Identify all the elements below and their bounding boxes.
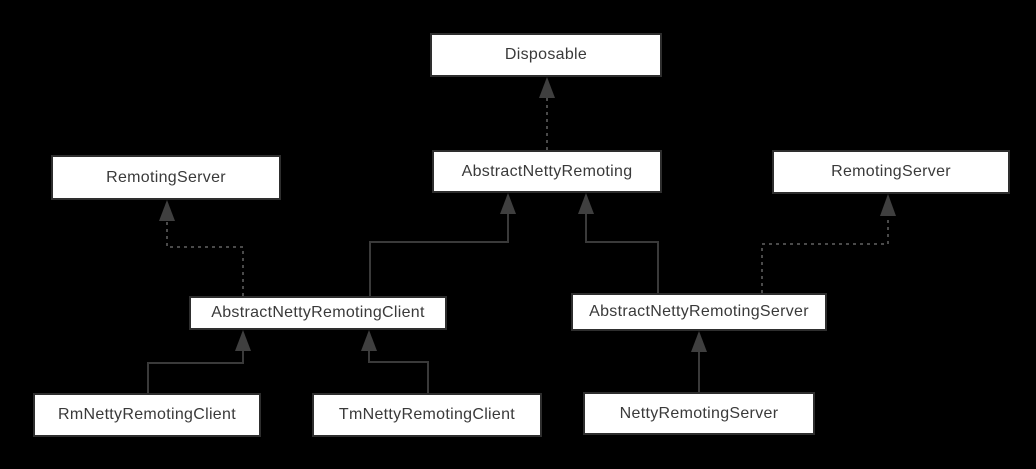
edge-abstractnettyremoting-to-disposable [539, 77, 555, 150]
class-box-rmnettyremotingclient[interactable]: RmNettyRemotingClient [33, 393, 261, 437]
arrowhead-icon [500, 193, 516, 214]
class-box-disposable[interactable]: Disposable [430, 33, 662, 77]
arrowhead-icon [880, 194, 896, 216]
class-label: RemotingServer [831, 163, 951, 180]
class-label: AbstractNettyRemoting [461, 162, 633, 180]
class-label: TmNettyRemotingClient [338, 406, 516, 423]
class-label: RemotingServer [106, 168, 226, 186]
class-label: AbstractNettyRemotingServer [589, 303, 809, 320]
class-label: Disposable [504, 46, 588, 63]
arrowhead-icon [361, 330, 377, 351]
edge-abstractclient-to-abstractnettyremoting [369, 193, 516, 296]
edge-abstractserver-to-remotingserver-right [761, 194, 896, 293]
class-box-tmnettyremotingclient[interactable]: TmNettyRemotingClient [312, 393, 542, 437]
arrowhead-icon [235, 330, 251, 351]
class-box-remotingserver-right[interactable]: RemotingServer [772, 150, 1010, 194]
edge-tmclient-to-abstractclient [361, 330, 429, 393]
class-box-abstractnettyremotingserver[interactable]: AbstractNettyRemotingServer [571, 293, 827, 331]
class-label: AbstractNettyRemotingClient [211, 304, 425, 321]
class-box-abstractnettyremoting[interactable]: AbstractNettyRemoting [432, 150, 662, 193]
edge-abstractserver-to-abstractnettyremoting [578, 193, 659, 293]
arrowhead-icon [159, 200, 175, 221]
arrowhead-icon [578, 193, 594, 214]
edge-abstractclient-to-remotingserver-left [159, 200, 244, 296]
arrowhead-icon [691, 331, 707, 352]
class-box-remotingserver-left[interactable]: RemotingServer [51, 155, 281, 200]
edge-rmclient-to-abstractclient [147, 330, 251, 393]
class-box-nettyremotingserver[interactable]: NettyRemotingServer [583, 392, 815, 435]
class-box-abstractnettyremotingclient[interactable]: AbstractNettyRemotingClient [189, 296, 447, 330]
class-label: NettyRemotingServer [619, 404, 779, 422]
arrowhead-icon [539, 77, 555, 98]
edge-nettyserver-to-abstractserver [691, 331, 707, 392]
class-label: RmNettyRemotingClient [58, 406, 236, 423]
